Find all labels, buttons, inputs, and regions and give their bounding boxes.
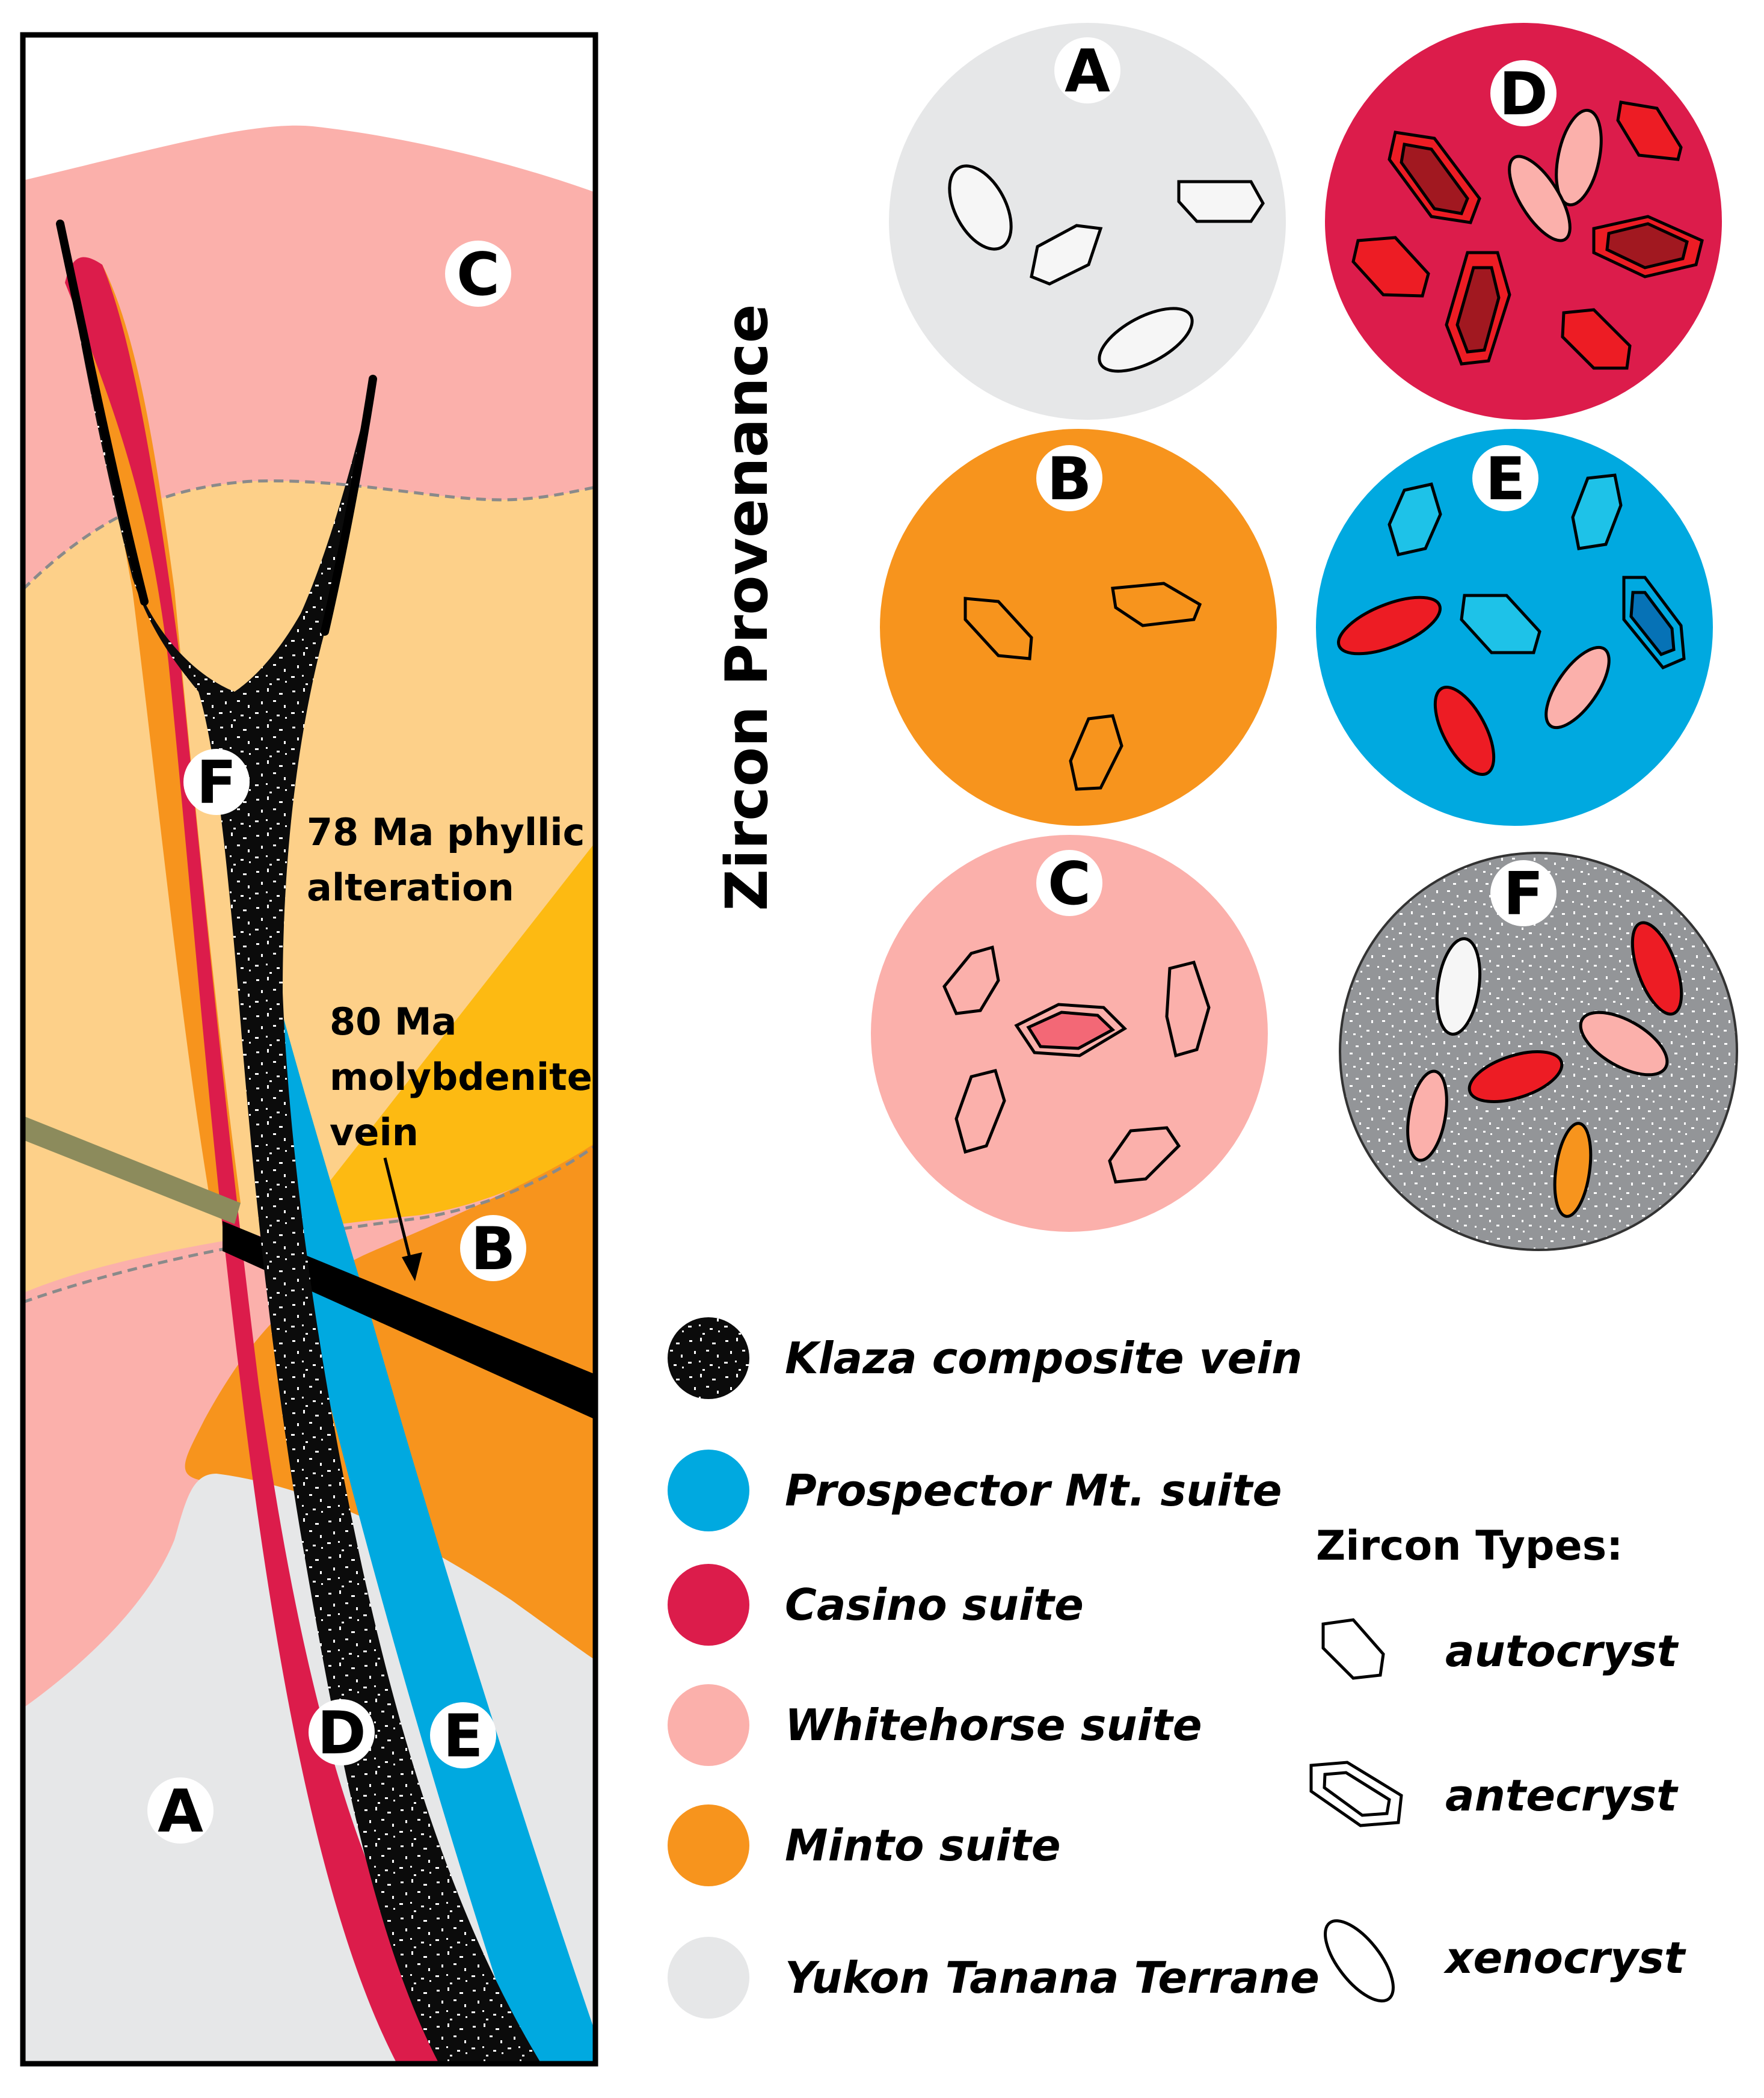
svg-text:E: E xyxy=(443,1702,484,1771)
svg-text:A: A xyxy=(1065,37,1110,106)
svg-text:C: C xyxy=(1048,850,1091,918)
provenance-circle-b: B xyxy=(880,429,1277,826)
svg-text:E: E xyxy=(1486,445,1526,514)
legend-label-klaza: Klaza composite vein xyxy=(785,1333,1302,1383)
legend-label-casino: Casino suite xyxy=(785,1580,1084,1630)
svg-text:C: C xyxy=(456,241,500,309)
label-e-section: E xyxy=(430,1702,496,1771)
label-a-section: A xyxy=(147,1777,214,1846)
svg-text:D: D xyxy=(1499,60,1547,129)
svg-text:F: F xyxy=(1504,860,1544,929)
phyllic-lower-boundary xyxy=(23,1144,595,1304)
provenance-circle-f: F xyxy=(1339,852,1738,1251)
legend-label-whitehorse: Whitehorse suite xyxy=(785,1700,1202,1750)
legend-label-prospector: Prospector Mt. suite xyxy=(785,1465,1282,1516)
molyb-annotation-line1: 80 Ma xyxy=(330,1000,456,1044)
label-c-section: C xyxy=(445,241,511,309)
svg-text:B: B xyxy=(1047,445,1092,514)
casino-altered-margin xyxy=(65,265,241,1203)
provenance-circle-c: C xyxy=(871,835,1268,1232)
legend-swatch-whitehorse xyxy=(668,1684,749,1766)
geologic-cross-section: C F B D E A 78 Ma phyllic alteration 80 … xyxy=(23,35,595,2064)
antecryst-symbol xyxy=(1309,1761,1403,1827)
legend-swatch-klaza xyxy=(668,1317,749,1399)
label-b-section: B xyxy=(460,1215,526,1284)
zircon-types-title: Zircon Types: xyxy=(1316,1522,1623,1570)
phyllic-annotation-line1: 78 Ma phyllic xyxy=(307,810,585,854)
autocryst-symbol xyxy=(1321,1618,1385,1680)
provenance-circle-e: E xyxy=(1316,429,1713,826)
legend-swatch-minto xyxy=(668,1804,749,1886)
phyllic-upper-boundary xyxy=(23,479,595,591)
cross-section-frame xyxy=(20,32,598,2067)
legend-item-casino: Casino suite xyxy=(668,1564,1084,1646)
legend: Klaza composite vein Prospector Mt. suit… xyxy=(668,1317,1320,2019)
provenance-circle-a: A xyxy=(889,23,1286,420)
molyb-annotation-line2: molybdenite xyxy=(330,1055,592,1099)
zircon-type-xenocryst: xenocryst xyxy=(1443,1933,1686,1983)
svg-text:A: A xyxy=(158,1777,203,1846)
fault-zone xyxy=(23,1116,241,1224)
legend-swatch-yukon xyxy=(668,1937,749,2019)
legend-item-minto: Minto suite xyxy=(668,1804,1061,1886)
molyb-annotation-line3: vein xyxy=(330,1110,419,1154)
prospector-dike-e xyxy=(265,992,595,2064)
molybdenite-vein xyxy=(223,1221,595,1420)
molyb-arrow xyxy=(383,1157,422,1281)
klaza-left-branch-edge xyxy=(56,220,149,606)
svg-text:B: B xyxy=(471,1215,516,1284)
klaza-right-branch-edge xyxy=(321,375,377,636)
legend-swatch-casino xyxy=(668,1564,749,1646)
legend-item-whitehorse: Whitehorse suite xyxy=(668,1684,1202,1766)
xenocryst-symbol xyxy=(1324,1919,1395,2003)
zircon-type-autocryst: autocryst xyxy=(1445,1626,1679,1676)
legend-label-minto: Minto suite xyxy=(785,1820,1061,1871)
legend-item-yukon: Yukon Tanana Terrane xyxy=(668,1937,1320,2019)
legend-item-prospector: Prospector Mt. suite xyxy=(668,1450,1282,1531)
label-f-section: F xyxy=(183,749,250,817)
zircon-types-key: Zircon Types: autocryst antecryst xenocr… xyxy=(1309,1522,1686,2003)
legend-swatch-prospector xyxy=(668,1450,749,1531)
provenance-circle-d: D xyxy=(1325,23,1722,420)
phyllic-annotation-line2: alteration xyxy=(307,866,514,909)
svg-text:F: F xyxy=(197,749,237,817)
svg-text:D: D xyxy=(317,1699,366,1768)
legend-label-yukon: Yukon Tanana Terrane xyxy=(785,1952,1320,2003)
provenance-title: Zircon Provenance xyxy=(713,304,781,911)
label-d-section: D xyxy=(309,1699,375,1768)
legend-item-klaza: Klaza composite vein xyxy=(668,1317,1302,1399)
zircon-type-antecryst: antecryst xyxy=(1445,1770,1679,1821)
